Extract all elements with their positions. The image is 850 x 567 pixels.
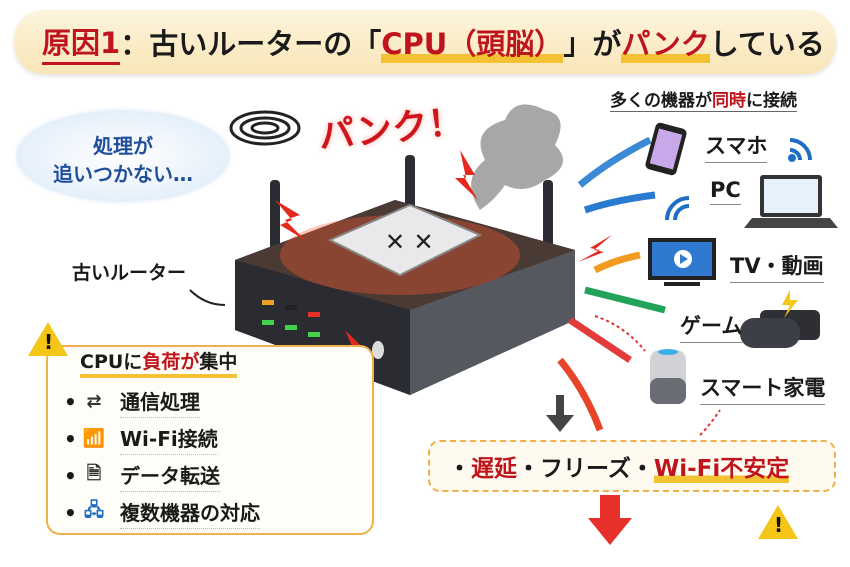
cpu-load-heading: CPUに負荷が集中 — [80, 347, 238, 378]
title-colon: ： — [120, 27, 150, 61]
device-label-tv: TV・動画 — [730, 250, 824, 283]
list-item: •⇄通信処理 — [64, 383, 260, 420]
device-label-smart-home: スマート家電 — [700, 372, 826, 405]
cpu-chip — [327, 203, 483, 277]
smoke-icon — [471, 104, 563, 210]
tv-icon — [648, 238, 716, 286]
result-freeze: フリーズ — [540, 456, 631, 482]
dotted-connector — [594, 315, 646, 352]
warning-icon: ! — [758, 505, 798, 539]
dizzy-face-icon: ✕ ✕ — [385, 228, 434, 256]
arrows-exchange-icon: ⇄ — [86, 391, 102, 412]
warning-icon: ! — [28, 322, 68, 356]
lightning-icon — [275, 150, 478, 372]
result-wifi: Wi-Fi不安定 — [653, 449, 790, 483]
list-item: •🗎データ転送 — [64, 457, 260, 494]
network-devices-icon: 🖧 — [83, 499, 105, 521]
title-text: 古いルーターの「 — [149, 27, 382, 61]
devices-header: 多くの機器が同時に接続 — [610, 86, 797, 112]
document-transfer-icon: 🗎 — [86, 462, 102, 484]
old-router-label: 古いルーター — [72, 262, 187, 284]
title-text: している — [709, 27, 825, 61]
down-arrow-icon — [588, 495, 632, 545]
title-punk: パンク — [621, 21, 710, 63]
smart-speaker-icon — [650, 349, 686, 404]
result-box: ・遅延 ・フリーズ ・Wi-Fi不安定 — [428, 440, 836, 492]
result-delay: 遅延 — [471, 456, 517, 482]
router-side — [410, 250, 575, 395]
incoming-arrows — [557, 136, 666, 432]
cpu-load-box: CPUに負荷が集中 •⇄通信処理 •📶Wi-Fi接続 •🗎データ転送 •🖧複数機… — [46, 345, 374, 535]
title-cpu: CPU（頭脳） — [381, 21, 564, 63]
device-label-pc: PC — [710, 178, 741, 205]
down-arrow-icon — [546, 395, 574, 432]
led-lights — [262, 300, 320, 337]
wifi-icon: 📶 — [82, 428, 106, 449]
wifi-icon — [665, 196, 690, 221]
router-button — [372, 341, 384, 359]
game-controller-icon — [740, 290, 820, 348]
pointer-arrow — [189, 289, 226, 306]
lightning-icon — [578, 235, 612, 262]
title-cause: 原因1 — [42, 20, 121, 65]
wifi-icon — [788, 138, 812, 162]
laptop-icon — [744, 175, 838, 228]
list-item: •📶Wi-Fi接続 — [64, 420, 260, 457]
thought-bubble: 処理が 追いつかない… — [18, 112, 228, 200]
title-text: 」が — [563, 27, 622, 61]
device-label-game: ゲーム — [680, 310, 743, 343]
bubble-line: 追いつかない… — [53, 162, 193, 186]
dotted-connector — [699, 409, 721, 436]
device-label-smartphone: スマホ — [705, 130, 768, 163]
title-banner: 原因1 ： 古いルーターの「 CPU（頭脳） 」が パンク している — [14, 10, 836, 74]
antenna-icon — [270, 155, 553, 255]
list-item: •🖧複数機器の対応 — [64, 494, 260, 531]
bubble-line: 処理が — [93, 134, 153, 158]
scribble-icon — [229, 110, 301, 146]
smartphone-icon — [645, 122, 687, 176]
